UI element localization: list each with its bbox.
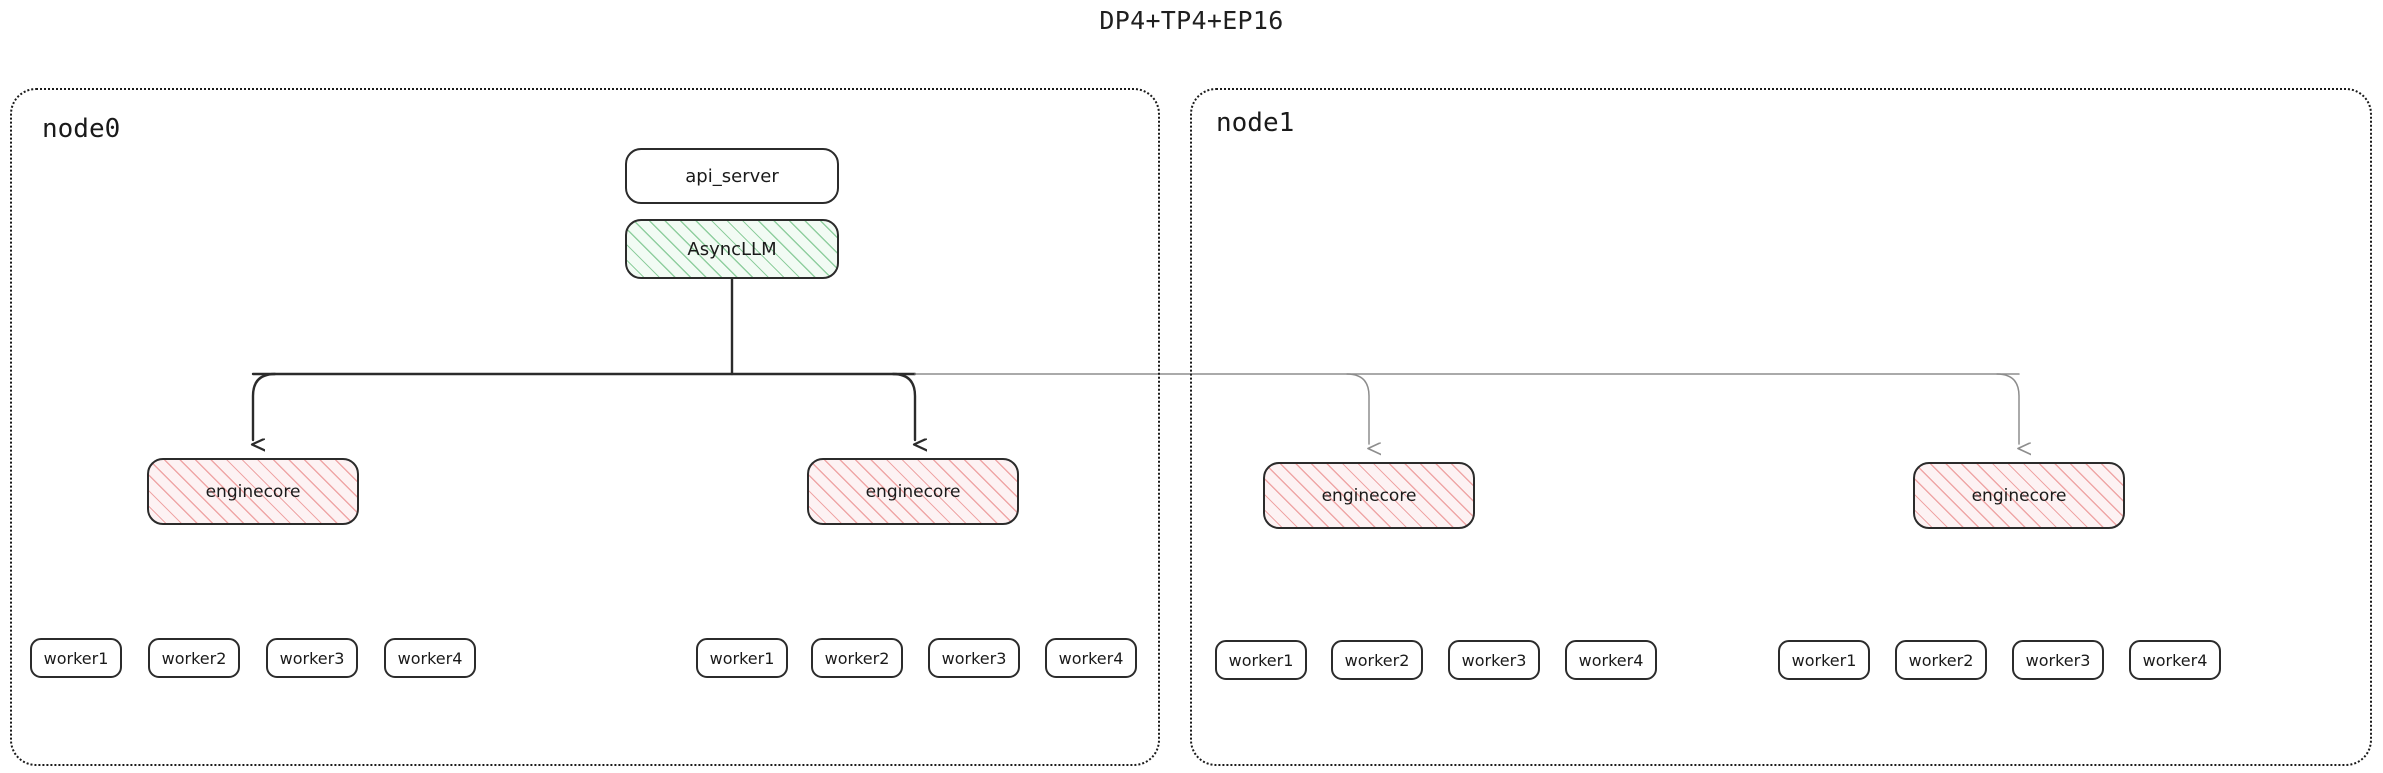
worker-label: worker1 (709, 648, 775, 668)
worker-box-node0-2-4[interactable]: worker4 (1045, 638, 1137, 678)
worker-label: worker2 (824, 648, 890, 668)
enginecore-box-node1-2[interactable]: enginecore (1913, 462, 2125, 529)
worker-label: worker1 (43, 648, 109, 668)
worker-label: worker2 (1344, 650, 1410, 670)
enginecore-label: enginecore (1321, 485, 1417, 506)
enginecore-box-node1-1[interactable]: enginecore (1263, 462, 1475, 529)
worker-label: worker3 (279, 648, 345, 668)
worker-label: worker4 (397, 648, 463, 668)
node-container-node1[interactable] (1190, 88, 2372, 766)
worker-box-node1-2-3[interactable]: worker3 (2012, 640, 2104, 680)
page-title: DP4+TP4+EP16 (1099, 6, 1284, 35)
enginecore-label: enginecore (865, 481, 961, 502)
worker-box-node0-1-2[interactable]: worker2 (148, 638, 240, 678)
worker-label: worker2 (1908, 650, 1974, 670)
worker-label: worker3 (1461, 650, 1527, 670)
worker-label: worker4 (1578, 650, 1644, 670)
worker-box-node1-1-3[interactable]: worker3 (1448, 640, 1540, 680)
asyncllm-box[interactable]: AsyncLLM (625, 219, 839, 279)
worker-label: worker2 (161, 648, 227, 668)
node-label-node1: node1 (1216, 108, 1295, 138)
worker-box-node1-1-4[interactable]: worker4 (1565, 640, 1657, 680)
worker-label: worker4 (1058, 648, 1124, 668)
enginecore-box-node0-1[interactable]: enginecore (147, 458, 359, 525)
worker-label: worker1 (1228, 650, 1294, 670)
worker-label: worker4 (2142, 650, 2208, 670)
worker-box-node1-2-4[interactable]: worker4 (2129, 640, 2221, 680)
api-server-box[interactable]: api_server (625, 148, 839, 204)
worker-box-node0-1-4[interactable]: worker4 (384, 638, 476, 678)
worker-box-node0-2-3[interactable]: worker3 (928, 638, 1020, 678)
asyncllm-label: AsyncLLM (687, 238, 777, 260)
worker-box-node1-2-1[interactable]: worker1 (1778, 640, 1870, 680)
worker-box-node1-2-2[interactable]: worker2 (1895, 640, 1987, 680)
worker-label: worker3 (2025, 650, 2091, 670)
worker-box-node1-1-1[interactable]: worker1 (1215, 640, 1307, 680)
worker-box-node1-1-2[interactable]: worker2 (1331, 640, 1423, 680)
worker-box-node0-1-1[interactable]: worker1 (30, 638, 122, 678)
enginecore-label: enginecore (205, 481, 301, 502)
worker-label: worker3 (941, 648, 1007, 668)
enginecore-label: enginecore (1971, 485, 2067, 506)
enginecore-box-node0-2[interactable]: enginecore (807, 458, 1019, 525)
node-label-node0: node0 (42, 114, 121, 144)
api-server-label: api_server (685, 165, 779, 187)
worker-label: worker1 (1791, 650, 1857, 670)
worker-box-node0-2-1[interactable]: worker1 (696, 638, 788, 678)
worker-box-node0-1-3[interactable]: worker3 (266, 638, 358, 678)
worker-box-node0-2-2[interactable]: worker2 (811, 638, 903, 678)
node-container-node0[interactable] (10, 88, 1160, 766)
